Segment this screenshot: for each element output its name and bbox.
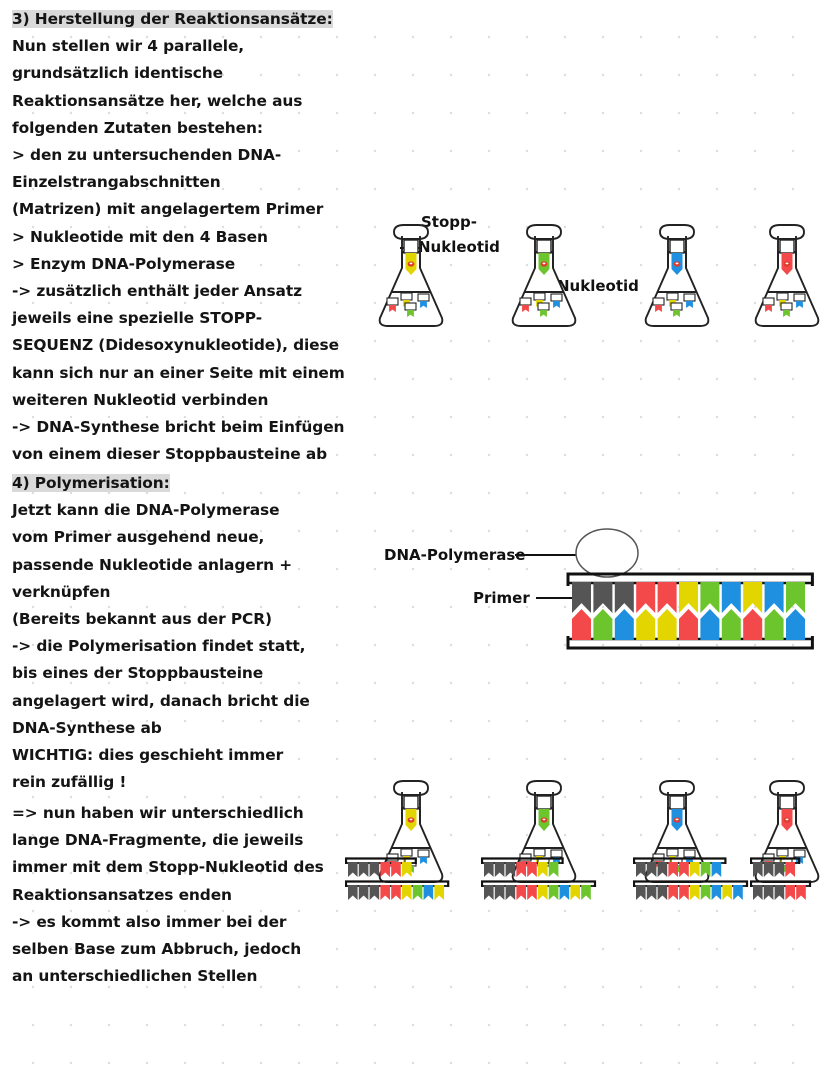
nucleotide-block [721, 609, 741, 640]
label-stopp-nukleotid-line2: Nukleotid [418, 238, 500, 256]
section-4-body: Jetzt kann die DNA-Polymerase vom Primer… [12, 501, 310, 792]
section-5-text: => nun haben wir unterschiedlich lange D… [12, 800, 360, 990]
fragments-green [480, 857, 599, 909]
section-3-text: 3) Herstellung der Reaktionsansätze: Nun… [12, 6, 357, 468]
nucleotide-block [657, 582, 677, 613]
dna-double-strand [566, 572, 815, 654]
mini-nucleotide [537, 302, 550, 317]
label-dna-polymerase: DNA-Polymerase [384, 546, 526, 564]
mini-nucleotide [417, 293, 430, 308]
section-4-heading: 4) Polymerisation: [12, 474, 170, 492]
flask-green-top [505, 222, 583, 338]
fragments-yellow [344, 857, 452, 909]
nucleotide-block [614, 582, 634, 613]
nucleotide-block [593, 609, 613, 640]
section-3-body: Nun stellen wir 4 parallele, grundsätzli… [12, 37, 345, 464]
leader-dna-polymerase [515, 554, 595, 556]
leader-primer [536, 597, 582, 599]
mini-nucleotide [417, 849, 430, 864]
nucleotide-block [593, 582, 613, 613]
nucleotide-block [785, 582, 805, 613]
nucleotide-block [614, 609, 634, 640]
mini-nucleotide [683, 293, 696, 308]
flask-red-top [748, 222, 826, 338]
label-nukleotid: Nukleotid [557, 277, 639, 295]
flask-blue-top [638, 222, 716, 338]
mini-nucleotide [550, 293, 563, 308]
fragments-red [749, 857, 814, 909]
nucleotide-block [657, 609, 677, 640]
nucleotide-block [764, 582, 784, 613]
label-primer: Primer [473, 589, 530, 607]
mini-nucleotide [386, 297, 399, 312]
nucleotide-block [700, 582, 720, 613]
nucleotide-block [678, 609, 698, 640]
section-3-heading: 3) Herstellung der Reaktionsansätze: [12, 10, 333, 28]
nucleotide-block [700, 609, 720, 640]
mini-nucleotide [652, 297, 665, 312]
label-stopp-nukleotid-line1: Stopp- [421, 213, 477, 231]
nucleotide-block [636, 609, 656, 640]
nucleotide-block [764, 609, 784, 640]
nucleotide-block [721, 582, 741, 613]
dna-polymerase-bubble [573, 527, 643, 583]
nucleotide-block [743, 609, 763, 640]
flask-yellow-top [372, 222, 450, 338]
nucleotide-block [571, 582, 591, 613]
mini-nucleotide [519, 297, 532, 312]
nucleotide-block [636, 582, 656, 613]
nucleotide-block [785, 609, 805, 640]
nucleotide-block [571, 609, 591, 640]
nucleotide-block [743, 582, 763, 613]
mini-nucleotide [780, 302, 793, 317]
mini-nucleotide [762, 297, 775, 312]
mini-nucleotide [793, 293, 806, 308]
nucleotide-block [678, 582, 698, 613]
mini-nucleotide [404, 302, 417, 317]
mini-nucleotide [670, 302, 683, 317]
section-4-text: 4) Polymerisation: Jetzt kann die DNA-Po… [12, 470, 357, 796]
section-5-body: => nun haben wir unterschiedlich lange D… [12, 804, 324, 986]
fragments-blue [632, 857, 751, 909]
